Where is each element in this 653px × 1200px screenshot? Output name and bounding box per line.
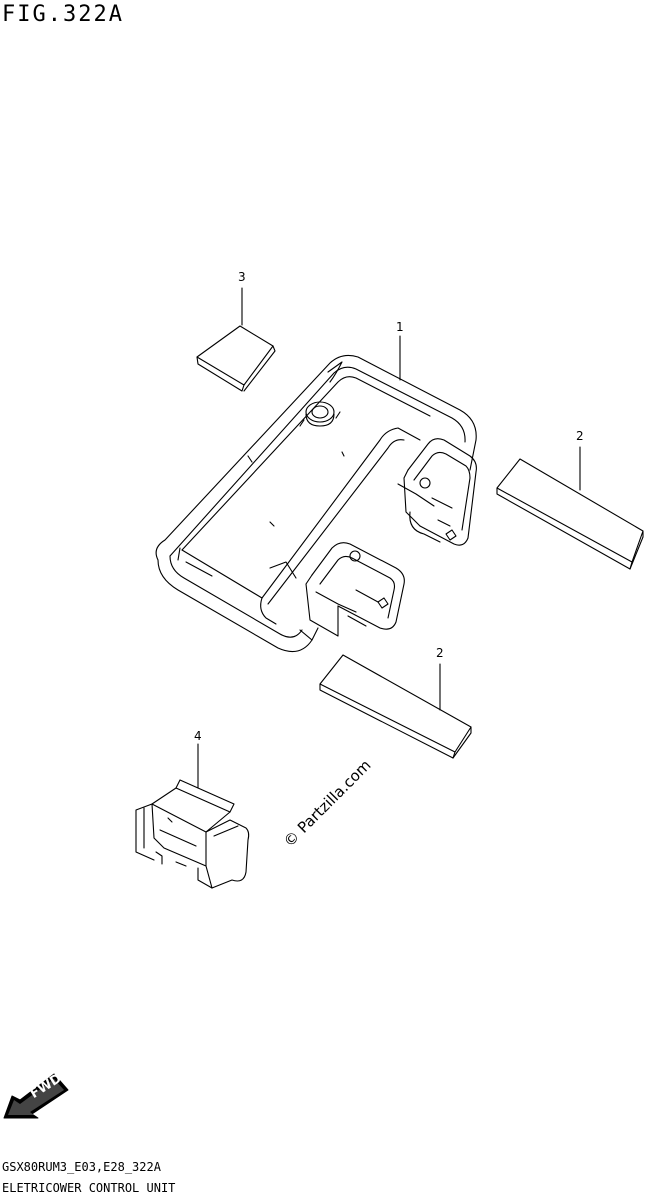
part-4-relay[interactable] (135, 743, 250, 889)
callout-4: 4 (194, 729, 202, 743)
callout-1: 1 (396, 320, 404, 334)
callout-2-lower: 2 (436, 646, 444, 660)
callout-2-upper: 2 (576, 429, 584, 443)
fwd-arrow-icon (3, 1073, 69, 1119)
part-name: ELETRICOWER CONTROL UNIT (2, 1181, 176, 1195)
fwd-direction-badge: FWD (2, 1068, 74, 1120)
model-code: GSX80RUM3_E03,E28_322A (2, 1160, 161, 1174)
part-1-control-unit[interactable] (155, 335, 477, 653)
figure-title: FIG.322A (2, 2, 124, 27)
part-3-pad[interactable] (196, 287, 276, 392)
part-2-strip-upper[interactable] (496, 446, 644, 570)
part-2-strip-lower[interactable] (319, 654, 472, 759)
callout-3: 3 (238, 270, 246, 284)
